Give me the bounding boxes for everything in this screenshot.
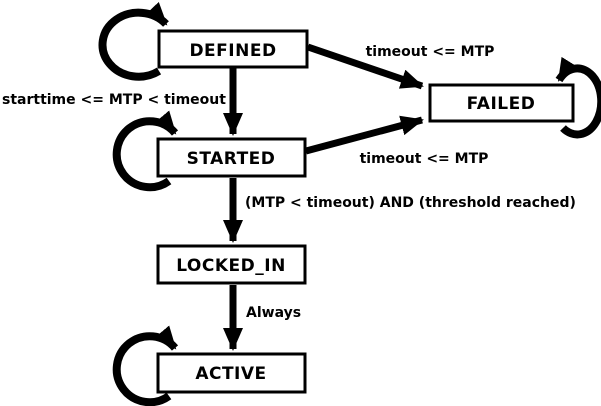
state-failed-label: FAILED [467, 94, 536, 114]
edge-defined-to-failed [306, 43, 424, 90]
state-active: ACTIVE [156, 352, 307, 394]
edge-label-defined-started: starttime <= MTP < timeout [2, 92, 226, 108]
edge-label-started-failed: timeout <= MTP [360, 151, 489, 167]
state-active-label: ACTIVE [195, 364, 266, 384]
self-loop-active [112, 325, 179, 406]
state-started-label: STARTED [187, 149, 276, 169]
self-loop-defined [98, 1, 169, 81]
edge-label-started-locked-in: (MTP < timeout) AND (threshold reached) [245, 195, 576, 211]
state-locked-in-label: LOCKED_IN [176, 256, 286, 276]
edges [98, 1, 601, 406]
state-defined-label: DEFINED [189, 41, 276, 61]
edge-labels: starttime <= MTP < timeout timeout <= MT… [2, 44, 576, 321]
state-defined: DEFINED [157, 29, 309, 69]
state-failed: FAILED [428, 83, 575, 123]
state-started-box [156, 137, 307, 178]
state-locked-in-box [156, 244, 307, 285]
state-defined-box [157, 29, 309, 69]
states: DEFINED STARTED FAILED LOCKED_IN ACTIVE [156, 29, 575, 394]
state-locked-in: LOCKED_IN [156, 244, 307, 285]
edge-started-to-failed [305, 115, 424, 155]
state-active-box [156, 352, 307, 394]
edge-label-locked-in-active: Always [246, 305, 301, 321]
self-loop-started [112, 110, 179, 192]
edge-label-defined-failed: timeout <= MTP [366, 44, 495, 60]
state-failed-box [428, 83, 575, 123]
self-loop-failed [555, 56, 601, 139]
state-started: STARTED [156, 137, 307, 178]
